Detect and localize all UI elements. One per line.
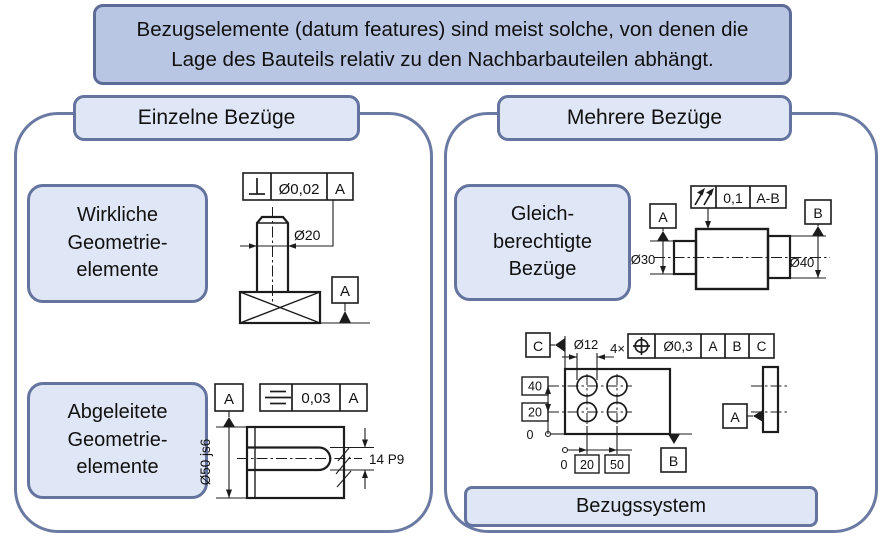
column-dimensions: 0 20 50 [561,426,632,474]
fcf-tolerance: 0,03 [301,390,330,407]
fcf-datum-2: B [732,339,741,354]
row-dimensions: 40 20 0 [521,376,565,442]
datum-letter: B [669,453,678,469]
title-text: Bezugselemente (datum features) sind mei… [136,17,749,71]
label-gleichberechtigte-bezuege: Gleich- berechtigte Bezüge [454,184,631,301]
header-mehrere-bezuege: Mehrere Bezüge [497,95,792,141]
datum-a: A [649,203,677,241]
dim-row-40: 40 [528,380,542,394]
dim-col-20: 20 [580,458,594,472]
fcf-tolerance: Ø0,02 [279,181,320,198]
leader-line [240,200,334,247]
label-wirkliche-geometrieelemente: Wirkliche Geometrie- elemente [27,184,208,303]
feature-control-frame: 0,1 A-B [690,185,787,209]
label-equal-text: Gleich- berechtigte Bezüge [493,203,592,281]
datum-letter: A [340,283,350,300]
header-left-label: Einzelne Bezüge [137,106,296,129]
drawing-real-geometry: Ø0,02 A Ø20 A [238,172,370,325]
label-derived-text: Abgeleitete Geometrie- elemente [67,401,168,479]
datum-a: A [214,383,244,427]
origin-bottom: 0 [561,458,568,472]
fcf-tolerance: 0,1 [723,190,743,206]
datum-triangle-icon [812,226,824,236]
keyway-width-dimension: 14 P9 [330,428,404,489]
perpendicularity-icon [249,178,265,195]
dim-keyway-width: 14 P9 [369,452,404,467]
drawing-equal-datums: 0,1 A-B A Ø30 B [631,185,832,291]
datum-letter: A [224,391,234,408]
dim-diameter: Ø20 [294,227,321,243]
fcf-datum: A-B [756,190,779,206]
label-system-text: Bezugssystem [575,494,707,517]
header-right-label: Mehrere Bezüge [566,106,723,129]
header-einzelne-bezuege: Einzelne Bezüge [73,95,360,141]
pin-part [238,207,322,325]
hole-count: 4× [610,341,625,356]
datum-triangle-icon [753,410,763,422]
dim-row-20: 20 [528,406,542,420]
shaft-part [654,227,830,291]
label-bezugssystem: Bezugssystem [464,486,818,527]
datum-c: C [525,332,566,369]
plate-part [548,367,672,436]
datum-letter: B [813,205,822,221]
dim-left-diameter: Ø30 [631,252,656,267]
fcf-datum-1: A [708,339,717,354]
position-icon [633,337,650,355]
hole-diameter-dimension: Ø12 [562,337,614,380]
feature-control-frame: 0,03 A [259,383,368,412]
origin-left: 0 [527,428,534,442]
datum-triangle-icon [223,417,235,427]
datum-a: A [320,276,370,324]
datum-triangle-icon [339,311,351,323]
dim-right-diameter: Ø40 [790,255,815,270]
datum-triangle-icon [668,434,680,444]
datum-triangle-icon [555,338,565,352]
fcf-datum-3: C [757,339,767,354]
shaft-diameter-dimension: Ø50 js6 [198,426,249,499]
label-real-text: Wirkliche Geometrie- elemente [67,204,168,282]
total-runout-icon [694,188,714,206]
dim-hole-diameter: Ø12 [574,337,599,352]
feature-control-frame: Ø0,3 A B C [627,333,775,359]
datum-letter: A [658,209,668,225]
datum-a: A [722,403,763,429]
datum-letter: A [730,409,740,425]
side-view [751,365,789,434]
fcf-datum: A [348,390,358,407]
feature-control-frame: Ø0,02 A [242,172,354,201]
datum-triangle-icon [657,231,669,241]
datum-letter: C [533,338,543,354]
fcf-tolerance: Ø0,3 [663,339,692,354]
datum-b: B [804,199,832,236]
dim-shaft-diameter: Ø50 js6 [198,439,213,486]
diameter-dimension: Ø20 [249,227,321,249]
shaft-part [237,425,362,500]
datum-b: B [660,433,692,473]
left-diameter-dimension: Ø30 [631,240,674,275]
title-box: Bezugselemente (datum features) sind mei… [93,4,792,85]
label-abgeleitete-geometrieelemente: Abgeleitete Geometrie- elemente [27,382,208,499]
drawing-datum-system: C Ø12 4× Ø0,3 A [521,332,789,474]
right-diameter-dimension: Ø40 [790,235,826,279]
fcf-datum: A [335,181,345,198]
symmetry-icon [265,390,291,405]
dim-col-50: 50 [610,458,624,472]
drawing-derived-geometry: A 0,03 A Ø50 [198,383,404,500]
